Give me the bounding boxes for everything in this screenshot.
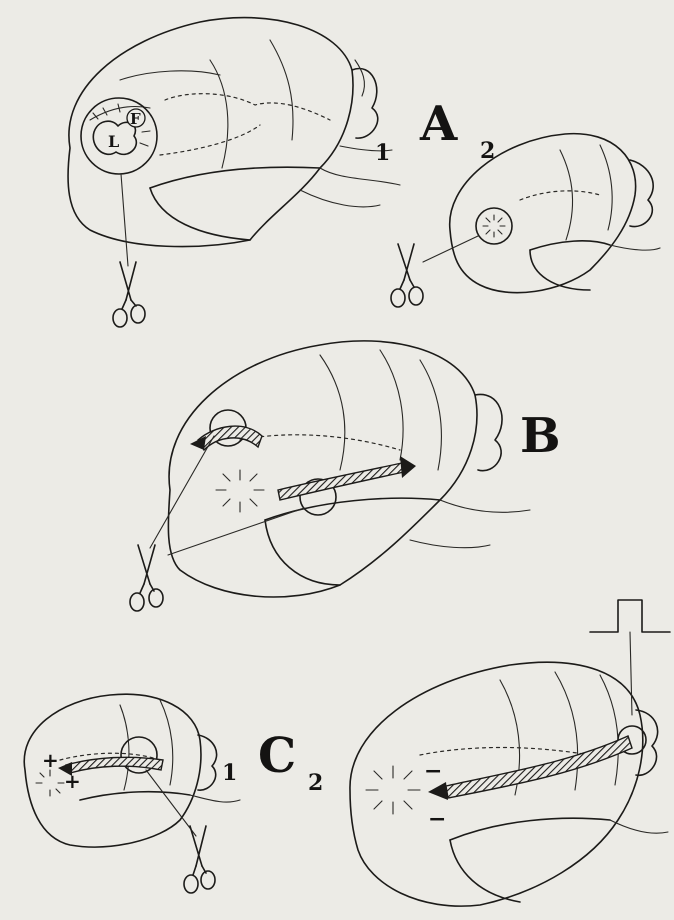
brain-c2: − − [350,600,670,906]
stimulation-burst-b-icon [216,470,264,512]
sign-minus-2: − [428,806,446,832]
sub-label-c2: 2 [308,770,323,796]
sub-label-a1: 1 [375,140,390,166]
scissors-b-icon [130,545,163,611]
sub-label-c1: 1 [222,760,237,786]
pulse-stimulus-icon [590,600,670,715]
panel-label-b: B [520,408,561,464]
marker-l: L [108,132,119,151]
sign-minus-1: − [424,758,442,784]
scissors-a1-icon [113,262,145,327]
brain-a1: L F [68,18,400,327]
brain-b [130,341,530,611]
sign-plus-1: + [42,748,59,772]
sub-label-a2: 2 [480,138,495,164]
brain-a2 [391,134,660,307]
stimulation-burst-c2-icon [366,766,420,814]
brain-c1: + + [24,694,240,893]
lesion-circle-a2 [476,208,512,244]
panel-label-c: C [258,728,296,784]
marker-f: F [130,110,141,128]
scissors-c1-icon [184,826,215,893]
scissors-a2-icon [391,244,423,307]
stimulation-burst-c1-icon [36,770,64,796]
panel-a: L F A 1 2 [68,18,660,327]
panel-label-a: A [419,96,458,152]
sign-plus-2: + [64,769,81,793]
panel-b: B [130,341,561,611]
panel-c: + + C 1 2 [24,600,670,906]
